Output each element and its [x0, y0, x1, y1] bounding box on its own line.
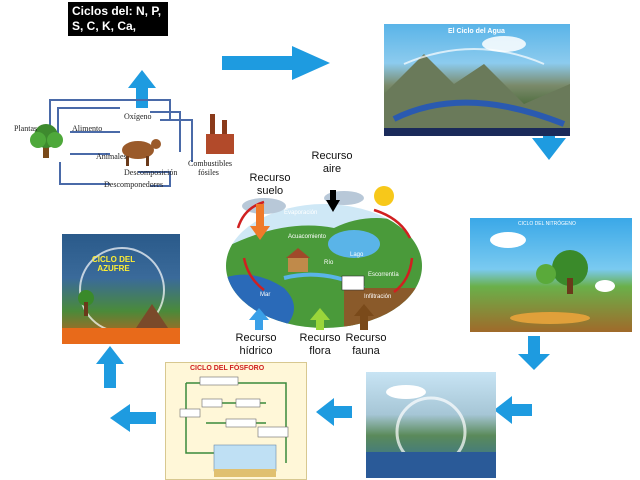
arrow-up-to-title	[128, 70, 156, 108]
label-recurso-suelo: Recurso suelo	[244, 172, 296, 197]
bottom-right-cycle-art	[366, 385, 496, 478]
sulfur-title-line1: CICLO DEL	[92, 255, 136, 264]
carbon-oxygen-cycle: Oxígeno Plantas Alimento Animales Descom…	[10, 92, 240, 194]
recurso-hidrico-line2: hídrico	[239, 344, 273, 357]
water-cycle-art	[384, 36, 570, 136]
recurso-suelo-line2: suelo	[256, 184, 284, 197]
sun-icon	[374, 186, 394, 206]
central-ecosystem: Evaporación Acuacomiento Lago Río Escorr…	[224, 186, 424, 328]
label-descomponedores: Descomponedores	[104, 180, 164, 189]
sulfur-cycle-title: CICLO DEL AZUFRE	[92, 255, 136, 274]
water-cycle-image: El Ciclo del Agua	[384, 24, 570, 136]
arrow-suelo	[250, 204, 270, 240]
sulfur-cycle-image: CICLO DEL AZUFRE	[62, 234, 180, 344]
label-acuacomiento: Acuacomiento	[288, 234, 327, 240]
nitrogen-cycle-title: CICLO DEL NITRÓGENO	[518, 221, 576, 227]
arrow-flora	[310, 308, 330, 330]
arrow-aire	[326, 190, 340, 212]
label-combustibles: Combustibles fósiles	[188, 159, 233, 178]
carbon-cycle-lines	[30, 99, 234, 187]
arrow-up-sulfur	[96, 346, 124, 388]
recurso-suelo-line1: Recurso	[249, 172, 291, 184]
water-cycle-title: El Ciclo del Agua	[448, 28, 505, 35]
arrow-right-top	[222, 46, 330, 80]
label-evaporacion: Evaporación	[284, 210, 318, 216]
arrow-left-phosphorus	[316, 398, 352, 426]
label-alimento: Alimento	[72, 124, 103, 133]
arrow-fauna	[354, 304, 374, 330]
label-oxigeno: Oxígeno	[124, 112, 152, 121]
nitrogen-cycle-image: CICLO DEL NITRÓGENO	[470, 218, 632, 332]
phosphorus-cycle-title: CICLO DEL FÓSFORO	[190, 365, 265, 372]
title-box: Ciclos del: N, P, S, C, K, Ca,	[68, 2, 168, 36]
label-escorrentia: Escorrentía	[368, 272, 399, 278]
recurso-hidrico-line1: Recurso	[235, 332, 277, 344]
title-line-2: S, C, K, Ca,	[72, 19, 137, 33]
label-mar: Mar	[260, 292, 271, 298]
title-line-1: Ciclos del: N, P,	[72, 4, 162, 18]
label-recurso-hidrico: Recurso hídrico	[228, 332, 284, 357]
arrow-hidrico	[249, 308, 269, 330]
cow-illustration	[122, 139, 161, 166]
label-descomposicion: Descomposición	[124, 168, 178, 177]
arrow-left-bottom-left	[110, 404, 156, 432]
sulfur-title-line2: AZUFRE	[97, 263, 130, 273]
nitrogen-cycle-art	[490, 232, 615, 324]
label-infiltracion: Infiltración	[364, 294, 392, 300]
arrow-down-nitrogen	[518, 336, 550, 370]
bottom-right-cycle-image	[366, 372, 496, 478]
label-lago: Lago	[350, 252, 364, 258]
label-recurso-aire: Recurso aire	[306, 150, 358, 175]
recurso-flora-line2: flora	[309, 344, 331, 357]
label-combustibles-line1: Combustibles	[188, 159, 233, 168]
label-plantas: Plantas	[14, 124, 38, 133]
factory-illustration	[206, 114, 234, 154]
label-recurso-fauna: Recurso fauna	[340, 332, 392, 357]
recurso-aire-line2: aire	[322, 162, 342, 175]
recurso-flora-line1: Recurso	[299, 332, 341, 344]
house-illustration	[286, 248, 310, 272]
label-combustibles-line2: fósiles	[198, 167, 219, 177]
label-recurso-flora: Recurso flora	[294, 332, 346, 357]
tree-illustration	[30, 124, 63, 158]
recurso-fauna-line2: fauna	[352, 344, 380, 357]
phosphorus-cycle-art	[179, 376, 289, 477]
arrow-left-bottom-right	[494, 396, 532, 424]
sulfur-cycle-art	[62, 247, 180, 344]
recurso-fauna-line1: Recurso	[345, 332, 387, 344]
label-rio: Río	[324, 260, 334, 266]
recurso-aire-line1: Recurso	[311, 150, 353, 162]
central-ecosystem-art	[226, 186, 422, 328]
label-animales: Animales	[96, 152, 127, 161]
